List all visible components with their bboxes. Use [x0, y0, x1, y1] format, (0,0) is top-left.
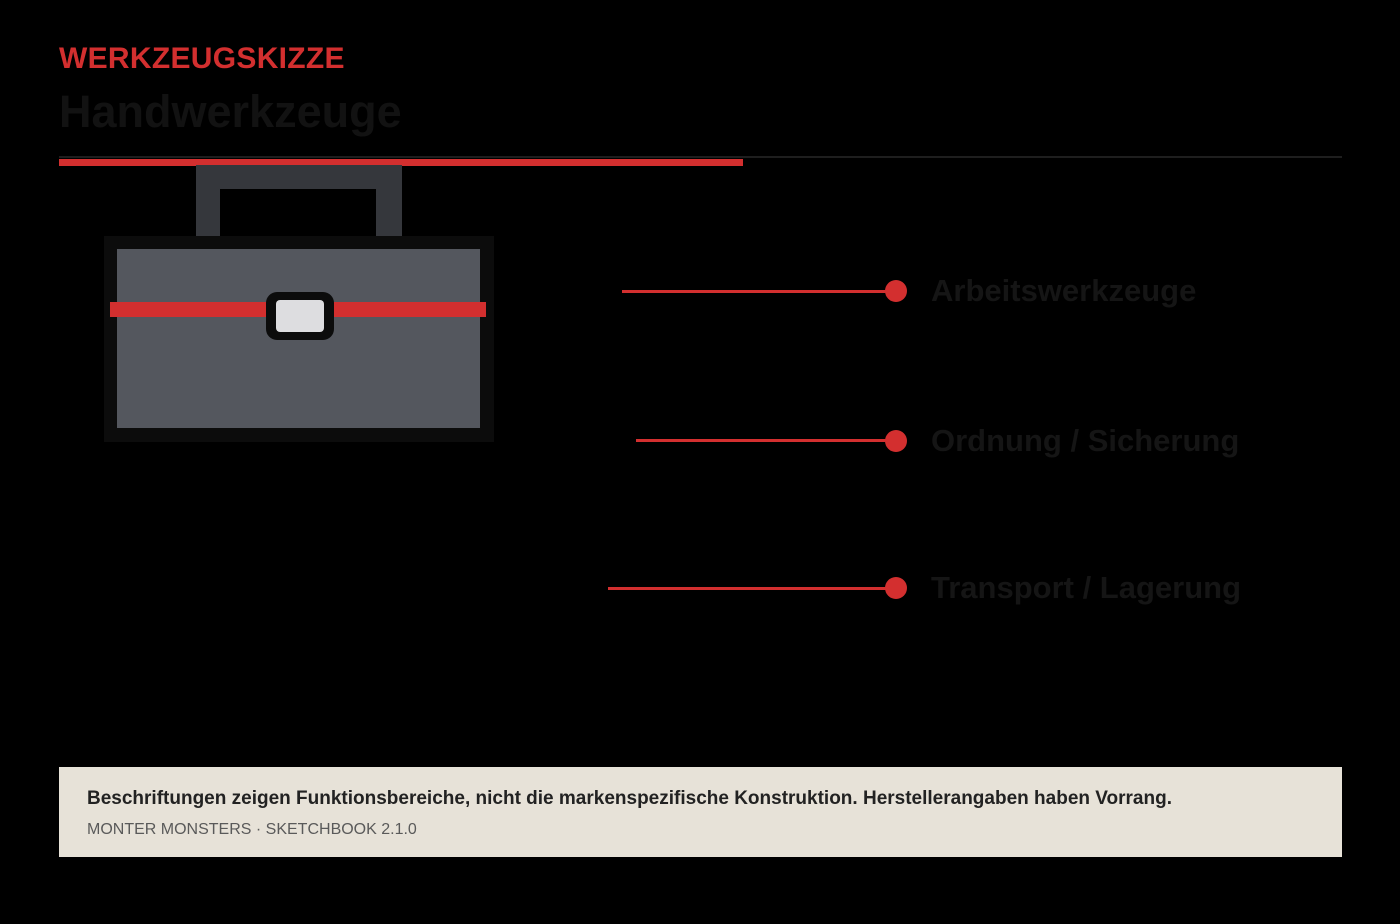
header-divider	[59, 156, 1342, 158]
footer-credit: MONTER MONSTERS · SKETCHBOOK 2.1.0	[87, 821, 417, 838]
disclaimer-note: Beschriftungen zeigen Funktionsbereiche,…	[59, 767, 1342, 857]
callout-line-transport-lagerung	[608, 587, 898, 590]
callout-dot-transport-lagerung	[885, 577, 907, 599]
callout-line-arbeitswerkzeuge	[622, 290, 898, 293]
toolbox-latch	[276, 300, 324, 332]
header-accent-bar	[59, 159, 743, 166]
disclaimer-text: Beschriftungen zeigen Funktionsbereiche,…	[87, 788, 1172, 809]
callout-line-ordnung-sicherung	[636, 439, 898, 442]
page-title: Handwerkzeuge	[59, 86, 402, 137]
callout-label-ordnung-sicherung: Ordnung / Sicherung	[931, 423, 1240, 458]
callout-label-transport-lagerung: Transport / Lagerung	[931, 570, 1242, 605]
eyebrow-label: WERKZEUGSKIZZE	[59, 42, 345, 75]
callout-dot-arbeitswerkzeuge	[885, 280, 907, 302]
callout-label-arbeitswerkzeuge: Arbeitswerkzeuge	[931, 273, 1197, 308]
toolbox-icon	[104, 165, 494, 442]
callout-dot-ordnung-sicherung	[885, 430, 907, 452]
